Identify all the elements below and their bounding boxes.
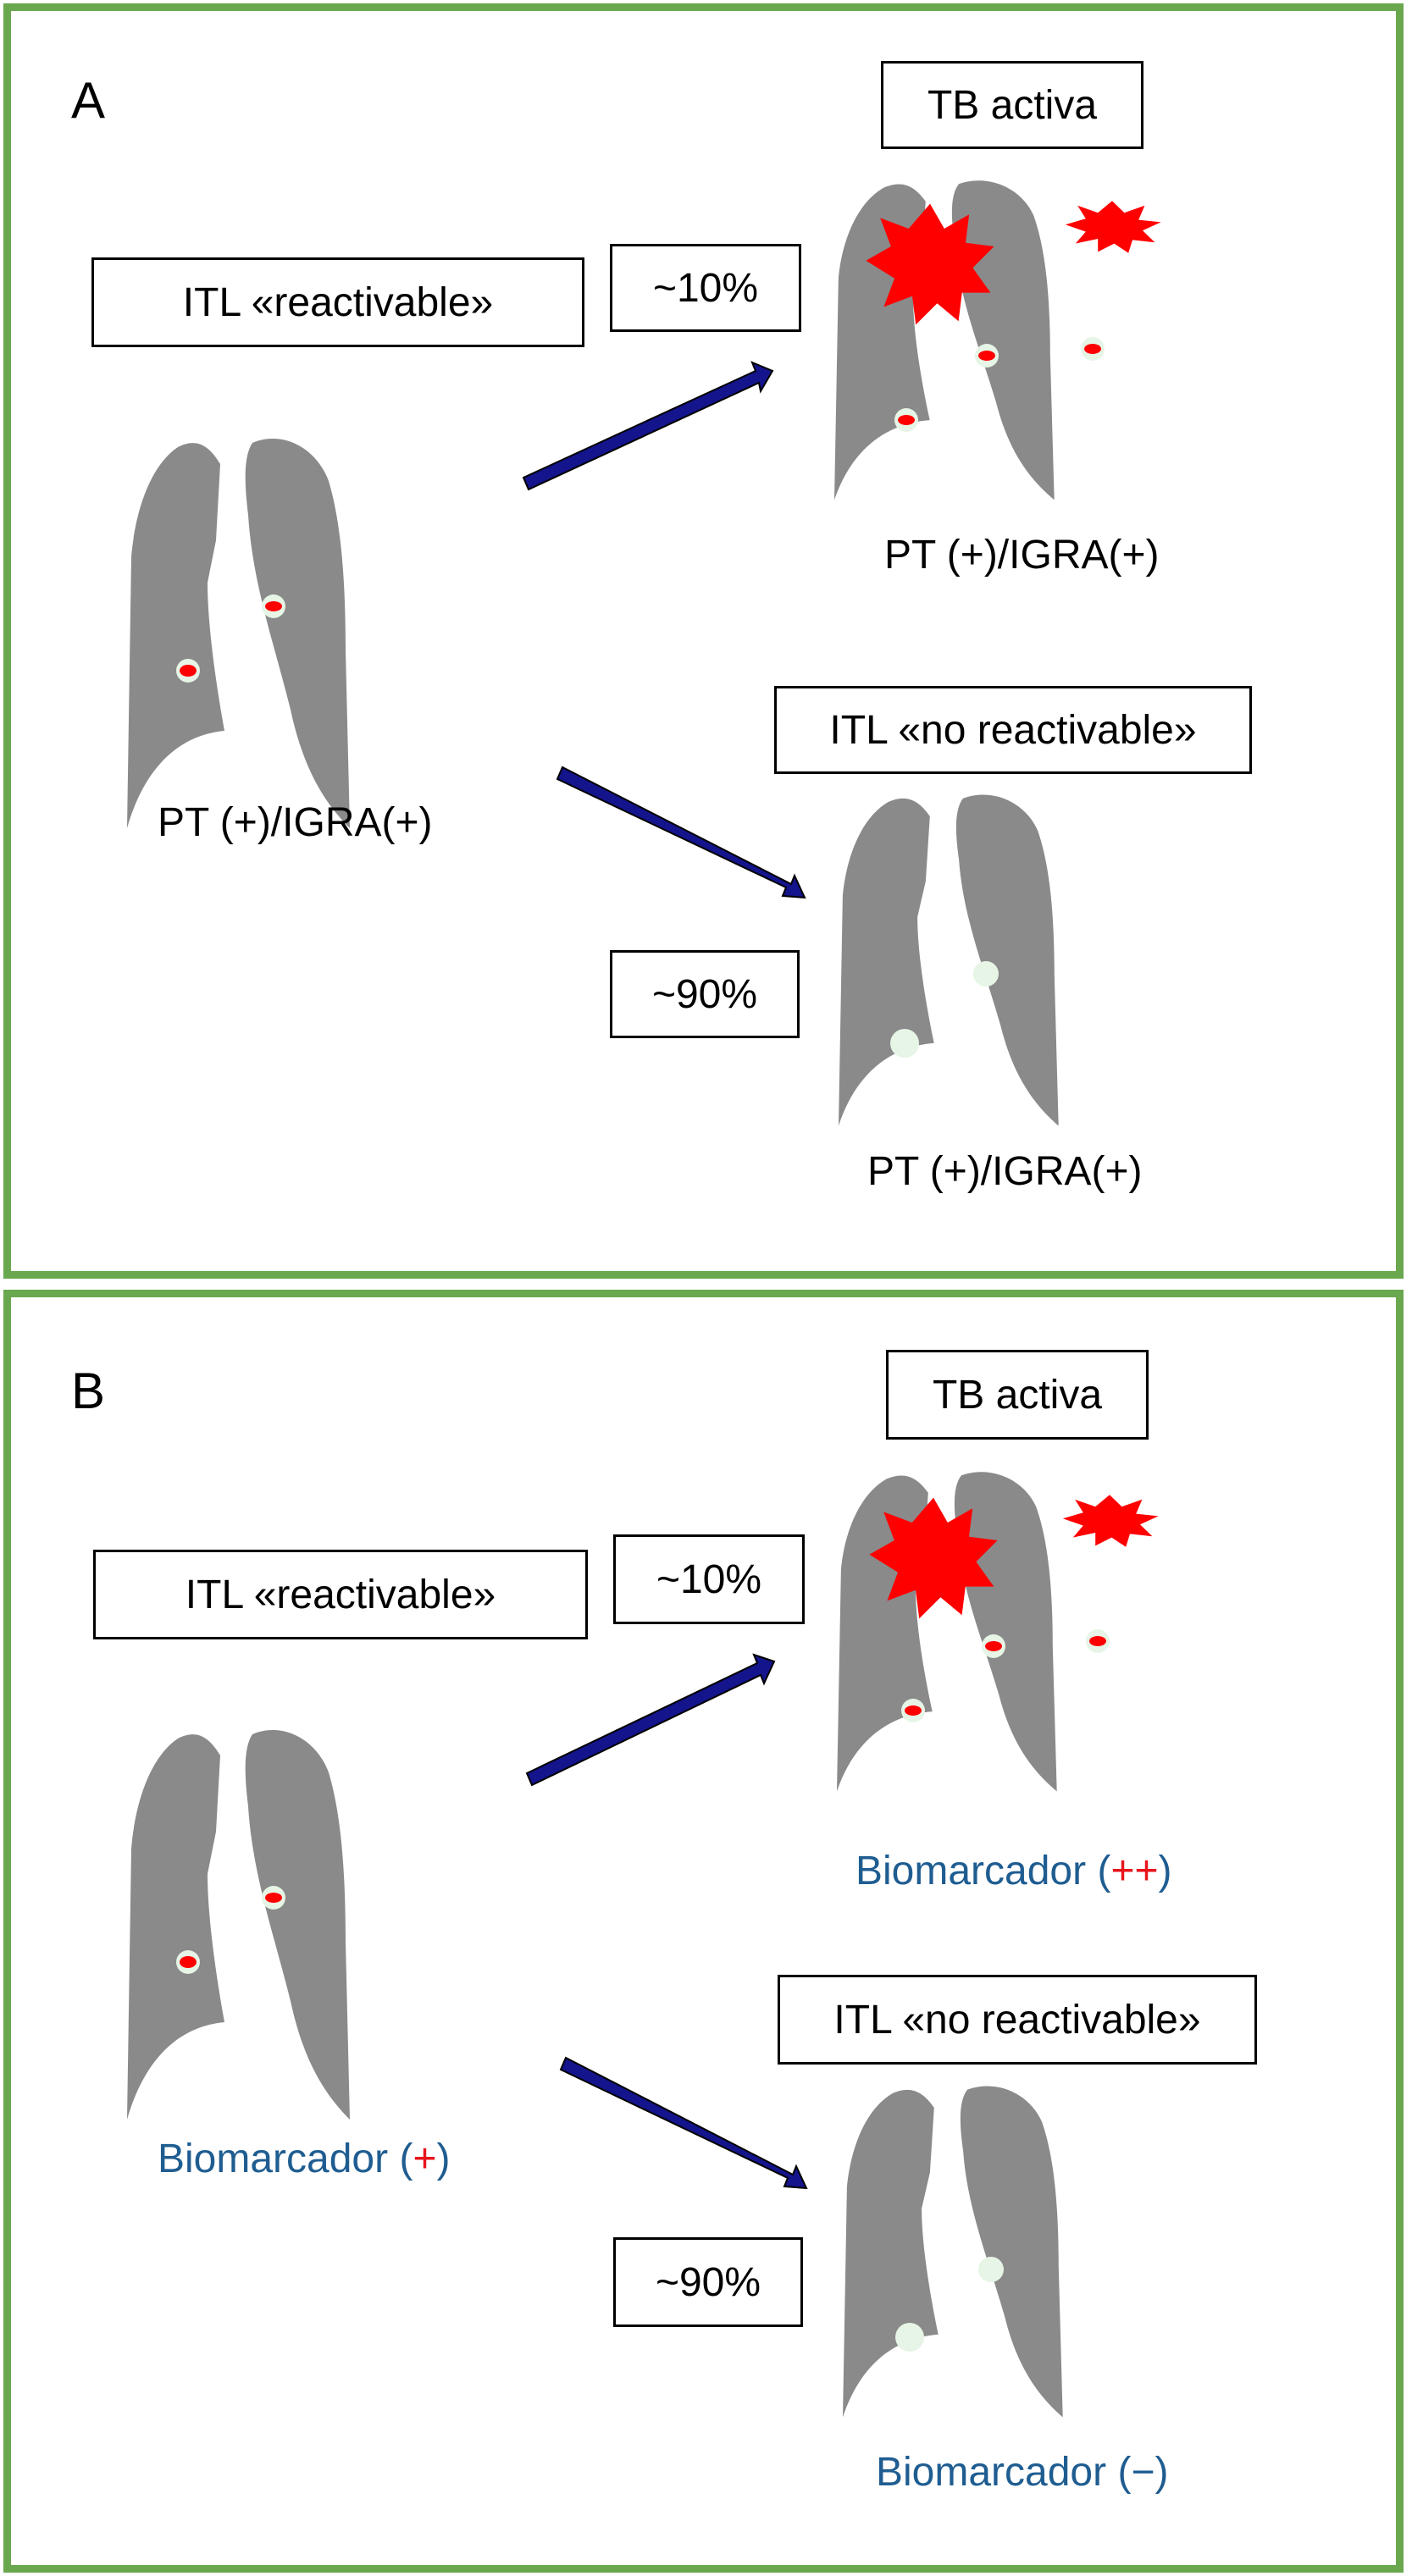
biomarker-word: Biomarcador [158,2137,389,2181]
paren-open: ( [1117,2450,1132,2495]
granuloma-icon [894,337,1105,432]
percent-inactive-box: ~90% [613,2237,803,2327]
latent-reactivable-box: ITL «reactivable» [91,257,584,347]
percent-active-box: ~10% [610,244,801,332]
latent-reactivable-box: ITL «reactivable» [93,1550,588,1639]
lung-icon [127,443,224,828]
percent-active-box: ~10% [613,1534,805,1624]
panel-letter: A [71,72,106,129]
granuloma-icon [895,2257,1004,2352]
biomarker-sign-source: + [413,2137,437,2181]
arrow-icon [525,1653,808,2190]
arrow-icon [522,361,806,899]
granuloma-icon [901,1629,1110,1722]
biomarker-sign-active: ++ [1110,1849,1159,1893]
biomarker-active: Biomarcador (++) [856,1848,1171,1894]
paren-close: ) [1158,1849,1172,1893]
lungs-active-a [834,180,1055,500]
latent-no-reactivable-box: ITL «no reactivable» [774,686,1252,774]
test-result-active: PT (+)/IGRA(+) [884,533,1160,578]
lungs-inactive-a [839,794,1059,1126]
latent-no-reactivable-box: ITL «no reactivable» [778,1975,1257,2065]
biomarker-inactive: Biomarcador (−) [876,2449,1168,2496]
lung-icon [955,794,1059,1126]
panel-a [3,3,1404,1279]
lungs-source-a [127,439,350,828]
granuloma-icon [890,961,999,1058]
active-tb-box: TB activa [881,61,1143,149]
active-tb-box: TB activa [886,1350,1149,1440]
paren-close: ) [1155,2450,1169,2495]
lungs-source-b [127,1730,350,2120]
lung-icon [245,439,350,828]
biomarker-word: Biomarcador [856,1849,1087,1893]
paren-open: ( [399,2137,413,2181]
lung-icon [839,798,934,1126]
granuloma-icon [176,594,285,683]
panel-b [3,1290,1404,2573]
test-result-inactive: PT (+)/IGRA(+) [867,1149,1143,1194]
biomarker-sign-inactive: − [1131,2450,1155,2495]
panel-letter: B [71,1363,106,1419]
biomarker-word: Biomarcador [876,2450,1107,2495]
paren-close: ) [436,2137,451,2181]
biomarker-source: Biomarcador (+) [158,2136,450,2182]
paren-open: ( [1097,1849,1111,1893]
test-result-source: PT (+)/IGRA(+) [158,800,433,845]
percent-inactive-box: ~90% [610,950,800,1038]
granuloma-icon [176,1886,285,1974]
